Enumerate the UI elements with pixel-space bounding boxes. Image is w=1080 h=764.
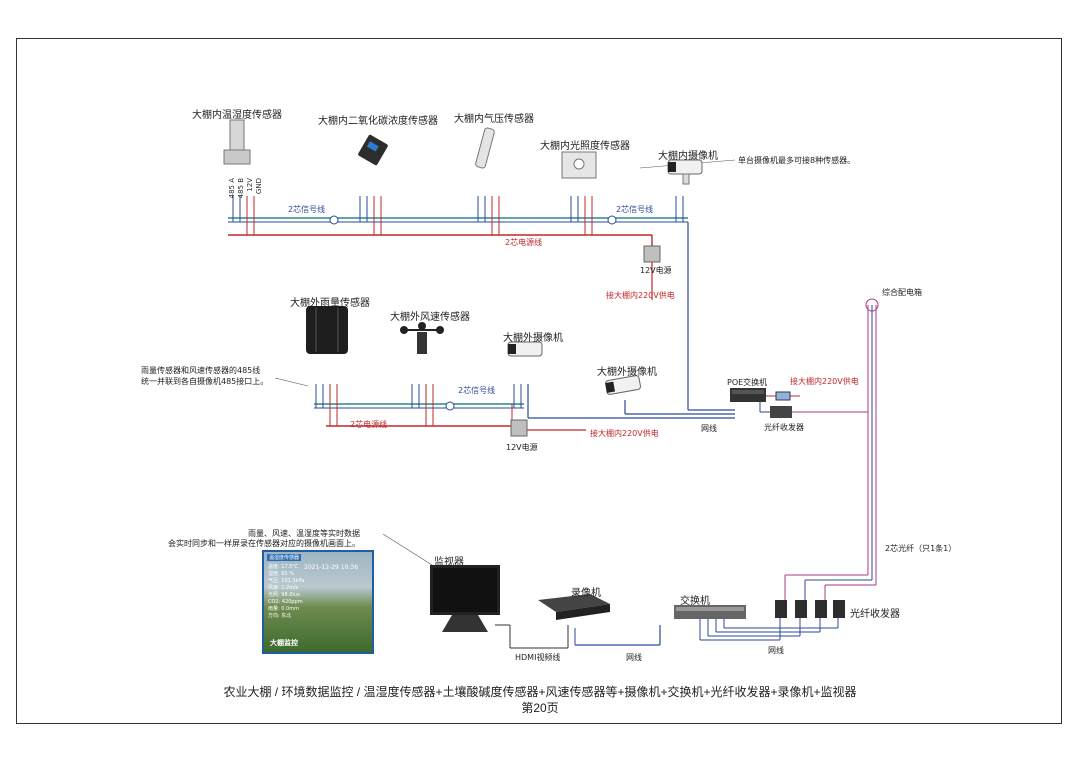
label-power-bus-2: 2芯电源线 bbox=[350, 420, 388, 429]
screen-reading: 气压: 101.3kPa bbox=[268, 578, 305, 584]
local-fiber-transceiver-2 bbox=[795, 600, 807, 618]
label-signal-bus-3: 2芯信号线 bbox=[458, 386, 496, 395]
label-ac-220-3: 接大棚内220V供电 bbox=[790, 377, 859, 386]
label-network-1: 网线 bbox=[701, 424, 717, 433]
screen-footer: 大棚监控 bbox=[270, 639, 298, 647]
note-monitor-2: 会实时同步和一样屏录在传感器对应的摄像机画面上。 bbox=[168, 539, 360, 548]
label-network-3: 网线 bbox=[768, 646, 784, 655]
label-switch: 交换机 bbox=[680, 596, 710, 607]
rain-sensor-icon bbox=[306, 306, 348, 354]
local-fiber-transceiver-1 bbox=[775, 600, 787, 618]
label-distribution-box: 综合配电箱 bbox=[882, 288, 922, 297]
label-signal-bus-2: 2芯信号线 bbox=[616, 205, 654, 214]
screen-reading: 雨量: 0.0mm bbox=[268, 606, 299, 612]
page-frame bbox=[16, 38, 1062, 724]
label-ac-220-2: 接大棚内220V供电 bbox=[590, 429, 659, 438]
air-pressure-sensor-icon bbox=[475, 127, 495, 169]
indoor-camera-icon bbox=[667, 159, 703, 185]
label-signal-bus-1: 2芯信号线 bbox=[288, 205, 326, 214]
screen-reading: 风速: 1.2m/s bbox=[268, 585, 299, 591]
outdoor-camera-2-icon bbox=[605, 375, 641, 395]
label-fiber-tx-remote: 光纤收发器 bbox=[764, 423, 804, 432]
label-power-bus-1: 2芯电源线 bbox=[505, 238, 543, 247]
local-fiber-transceiver-4 bbox=[833, 600, 845, 618]
label-fiber-tx-local: 光纤收发器 bbox=[850, 609, 900, 620]
note-monitor-1: 雨量、风速、温湿度等实时数据 bbox=[248, 529, 360, 538]
label-outdoor-camera-2: 大棚外摄像机 bbox=[597, 367, 657, 378]
label-nvr: 录像机 bbox=[571, 588, 601, 599]
screen-title: 温湿度传感器 bbox=[267, 554, 302, 561]
pin-12v-1: 12V bbox=[246, 178, 254, 192]
label-air-pressure-sensor: 大棚内气压传感器 bbox=[454, 114, 534, 125]
local-fiber-transceiver-3 bbox=[815, 600, 827, 618]
label-outdoor-camera-1: 大棚外摄像机 bbox=[503, 333, 563, 344]
temp-humidity-sensor-icon bbox=[223, 119, 251, 165]
label-network-2: 网线 bbox=[626, 653, 642, 662]
power-supply-1-icon bbox=[643, 245, 661, 263]
nvr-body bbox=[538, 594, 610, 612]
note-outdoor-1: 雨量传感器和风速传感器的485线 bbox=[141, 366, 261, 375]
label-fiber: 2芯光纤（只1条1） bbox=[885, 544, 957, 553]
screen-reading: 光照: 98.0lux bbox=[268, 592, 300, 598]
wind-speed-sensor-icon bbox=[400, 322, 444, 354]
screen-reading: 方向: 东北 bbox=[268, 613, 292, 619]
pin-485a-1: 485 A bbox=[228, 178, 236, 199]
note-outdoor-2: 统一并联到各自摄像机485接口上。 bbox=[141, 377, 269, 386]
pin-485b-1: 485 B bbox=[237, 178, 245, 199]
remote-fiber-transceiver-body bbox=[770, 406, 792, 418]
label-illuminance-sensor: 大棚内光照度传感器 bbox=[540, 141, 630, 152]
screen-reading: 温度: 17.5℃ bbox=[268, 564, 299, 570]
label-rain-sensor: 大棚外雨量传感器 bbox=[290, 298, 370, 309]
label-wind-sensor: 大棚外风速传感器 bbox=[390, 312, 470, 323]
label-temp-humidity-sensor: 大棚内温湿度传感器 bbox=[192, 110, 282, 121]
outdoor-camera-1-icon bbox=[507, 341, 543, 357]
label-hdmi: HDMI视频线 bbox=[515, 653, 561, 662]
page-number: 第20页 bbox=[521, 701, 559, 715]
figure-caption: 农业大棚 / 环境数据监控 / 温湿度传感器+土壤酸碱度传感器+风速传感器等+摄… bbox=[223, 685, 857, 699]
screen-timestamp: 2021-12-29 10:36 bbox=[304, 564, 359, 571]
co2-sensor-icon bbox=[358, 134, 388, 166]
label-indoor-camera: 大棚内摄像机 bbox=[658, 151, 718, 162]
note-camera-capacity: 单台摄像机最多可接8种传感器。 bbox=[738, 156, 856, 165]
label-poe-switch: POE交换机 bbox=[727, 378, 768, 387]
label-12v-2: 12V电源 bbox=[506, 443, 538, 452]
label-monitor: 监视器 bbox=[434, 557, 464, 568]
monitor-screen-preview: 温湿度传感器 2021-12-29 10:36 温度: 17.5℃ 湿度: 65… bbox=[262, 550, 374, 654]
label-co2-sensor: 大棚内二氧化碳浓度传感器 bbox=[318, 116, 438, 127]
screen-reading: 湿度: 65 % bbox=[268, 571, 294, 577]
power-supply-2-icon bbox=[510, 419, 528, 437]
label-12v-1: 12V电源 bbox=[640, 266, 672, 275]
screen-reading: CO2: 420ppm bbox=[268, 599, 303, 605]
label-ac-220-1: 接大棚内220V供电 bbox=[606, 291, 675, 300]
pin-gnd-1: GND bbox=[255, 178, 263, 195]
illuminance-sensor-icon bbox=[561, 151, 597, 179]
